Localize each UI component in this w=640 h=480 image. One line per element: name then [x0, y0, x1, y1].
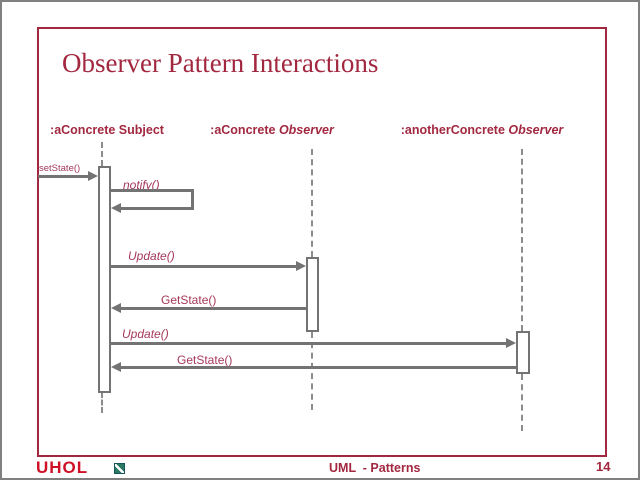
- arrow-left-icon: [111, 303, 121, 313]
- message-line-setstate: [38, 175, 90, 178]
- footer-title: UML - Patterns: [329, 461, 421, 475]
- lifeline-observer1-upper: [311, 149, 313, 257]
- message-line-notify-bottom: [119, 207, 192, 210]
- message-line-update1: [110, 265, 298, 268]
- page-number: 14: [596, 459, 611, 474]
- arrow-left-icon: [111, 362, 121, 372]
- lifeline-header-observer2: :anotherConcrete Observer: [397, 123, 567, 137]
- lifeline-observer2-upper: [521, 149, 523, 331]
- lifeline-subject-lower: [101, 392, 103, 413]
- lifeline-observer1-lower: [311, 332, 313, 410]
- activation-bar-observer2: [516, 331, 530, 374]
- page-title: Observer Pattern Interactions: [62, 48, 379, 78]
- message-line-update2: [110, 342, 506, 345]
- message-line-getstate1: [119, 307, 306, 310]
- activation-bar-subject: [98, 166, 111, 393]
- slide-frame: [37, 27, 607, 457]
- message-label-getstate2: GetState(): [177, 353, 233, 367]
- message-label-getstate1: GetState(): [161, 293, 217, 307]
- lifeline-label: :aConcrete: [210, 123, 279, 137]
- lifeline-observer2-lower: [521, 374, 523, 431]
- arrow-right-icon: [506, 338, 516, 348]
- message-label-update1: Update(): [128, 249, 175, 263]
- checkmark-icon: [114, 463, 125, 474]
- lifeline-header-subject: :aConcrete Subject: [42, 123, 172, 137]
- message-line-notify-side: [191, 189, 194, 210]
- lifeline-label-italic: Observer: [508, 123, 564, 137]
- message-label-notify: notify(): [123, 178, 160, 192]
- arrow-right-icon: [88, 171, 98, 181]
- activation-bar-observer1: [306, 257, 319, 332]
- message-label-update2: Update(): [122, 327, 169, 341]
- arrow-left-icon: [111, 203, 121, 213]
- message-line-notify-top: [109, 189, 194, 192]
- lifeline-label: :aConcrete Subject: [50, 123, 164, 137]
- message-line-getstate2: [119, 366, 516, 369]
- lifeline-subject-upper: [101, 142, 103, 166]
- lifeline-label-italic: Observer: [278, 123, 334, 137]
- lifeline-header-observer1: :aConcrete Observer: [207, 123, 337, 137]
- uhol-logo: UHOL: [36, 458, 89, 477]
- message-label-setstate: setState(): [39, 163, 81, 174]
- lifeline-label: :anotherConcrete: [400, 123, 509, 137]
- arrow-right-icon: [296, 261, 306, 271]
